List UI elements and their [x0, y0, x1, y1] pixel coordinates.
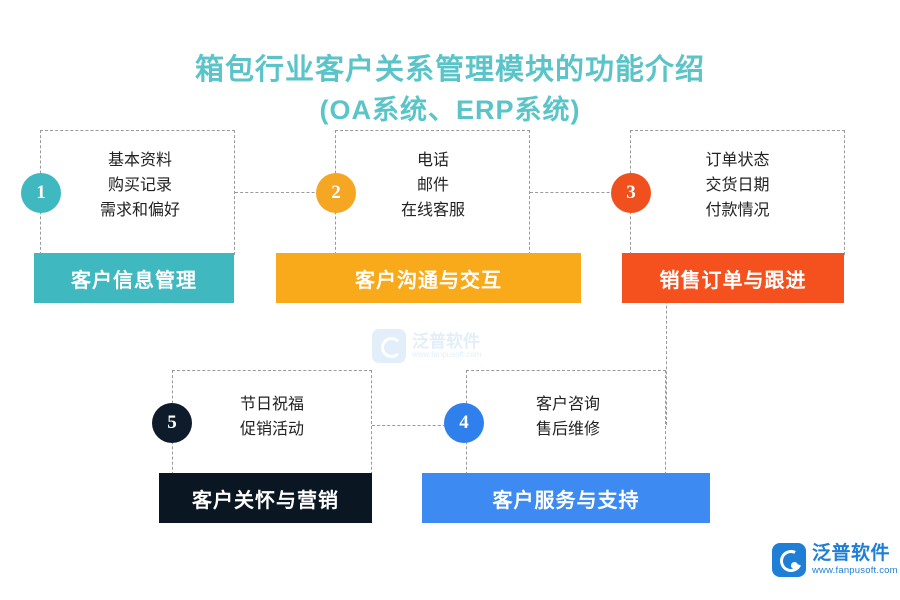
node-4-item-2: 售后维修 — [535, 421, 600, 438]
node-4-bar-label: 客户服务与支持 — [492, 489, 640, 512]
node-1-number-badge: 1 — [21, 173, 61, 213]
node-1-number: 1 — [36, 182, 46, 203]
node-2-number-badge: 2 — [316, 173, 356, 213]
brand-logo: 泛普软件 www.fanpusoft.com — [772, 543, 898, 577]
node-5-item-2: 促销活动 — [239, 421, 304, 438]
page-title-line1: 箱包行业客户关系管理模块的功能介绍 — [194, 54, 705, 86]
node-2-bar[interactable]: 客户沟通与交互 — [276, 253, 581, 303]
node-1-item-1: 基本资料 — [107, 152, 172, 169]
dashed-link-1-2 — [235, 192, 335, 193]
node-1-bar-label: 客户信息管理 — [71, 269, 197, 292]
node-3-number: 3 — [626, 182, 636, 203]
brand-name: 泛普软件 — [812, 543, 891, 565]
node-3-item-2: 交货日期 — [705, 177, 770, 194]
node-5-bar-label: 客户关怀与营销 — [192, 489, 339, 512]
node-2-item-3: 在线客服 — [400, 202, 465, 219]
node-5-item-1: 节日祝福 — [239, 396, 304, 413]
watermark-name: 泛普软件 — [412, 331, 480, 351]
node-4-number-badge: 4 — [444, 403, 484, 443]
node-3-items: 订单状态 交货日期 付款情况 — [655, 148, 820, 223]
node-2-item-2: 邮件 — [416, 177, 449, 194]
dashed-link-4-3 — [666, 255, 667, 425]
node-1-items: 基本资料 购买记录 需求和偏好 — [60, 148, 220, 223]
node-5-items: 节日祝福 促销活动 — [197, 392, 347, 442]
dashed-link-2-3 — [530, 192, 630, 193]
node-4-items: 客户咨询 售后维修 — [493, 392, 643, 442]
node-2-item-1: 电话 — [416, 152, 449, 169]
node-1-item-2: 购买记录 — [107, 177, 172, 194]
watermark: 泛普软件 www.fanpusoft.com — [372, 318, 532, 374]
node-5-bar[interactable]: 客户关怀与营销 — [159, 473, 372, 523]
node-4-item-1: 客户咨询 — [535, 396, 600, 413]
node-3-number-badge: 3 — [611, 173, 651, 213]
node-5-number-badge: 5 — [152, 403, 192, 443]
node-3-bar[interactable]: 销售订单与跟进 — [622, 253, 844, 303]
node-2-bar-label: 客户沟通与交互 — [355, 269, 502, 292]
node-2-number: 2 — [331, 182, 341, 203]
dashed-link-5-4 — [372, 425, 466, 426]
node-4-bar[interactable]: 客户服务与支持 — [422, 473, 710, 523]
node-3-bar-label: 销售订单与跟进 — [659, 269, 807, 292]
watermark-logo-icon — [372, 329, 406, 363]
brand-mark-icon — [772, 543, 806, 577]
node-2-items: 电话 邮件 在线客服 — [358, 148, 508, 223]
page-title-line2: (OA系统、ERP系统) — [319, 95, 581, 125]
node-4-number: 4 — [459, 412, 469, 433]
node-3-item-3: 付款情况 — [705, 202, 770, 219]
watermark-url: www.fanpusoft.com — [412, 349, 482, 359]
node-1-item-3: 需求和偏好 — [99, 202, 180, 219]
brand-url: www.fanpusoft.com — [812, 564, 898, 576]
node-1-bar[interactable]: 客户信息管理 — [34, 253, 234, 303]
page-title: 箱包行业客户关系管理模块的功能介绍 (OA系统、ERP系统) — [0, 50, 900, 130]
node-3-item-1: 订单状态 — [705, 152, 770, 169]
node-5-number: 5 — [167, 412, 177, 433]
